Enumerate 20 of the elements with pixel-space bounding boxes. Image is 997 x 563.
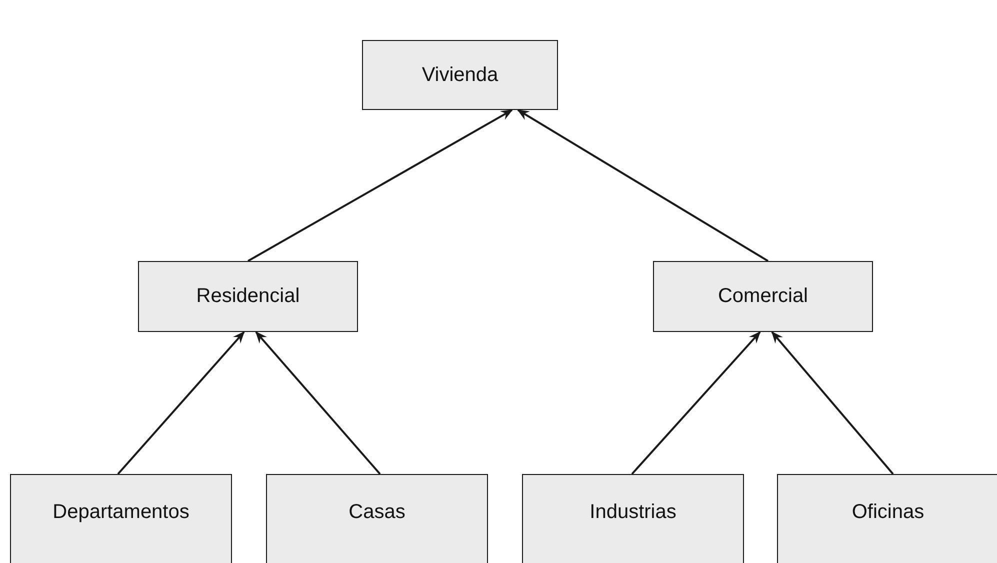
box-label: Industrias	[590, 501, 676, 524]
category-box	[777, 474, 997, 563]
box-label: Casas	[348, 501, 406, 524]
arrow	[255, 331, 381, 475]
arrow	[517, 109, 769, 262]
arrow	[771, 331, 894, 475]
arrow	[248, 109, 513, 262]
box-label: Comercial	[718, 285, 808, 308]
category-box	[653, 261, 873, 332]
box-label: Oficinas	[852, 501, 924, 524]
category-box	[266, 474, 488, 563]
box-label: Residencial	[196, 285, 300, 308]
arrow	[117, 331, 245, 475]
arrow	[631, 331, 761, 475]
category-box	[10, 474, 232, 563]
box-label: Vivienda	[422, 64, 498, 86]
category-box	[522, 474, 744, 563]
category-box	[362, 40, 558, 110]
category-box	[138, 261, 358, 332]
box-label: Departamentos	[52, 501, 190, 524]
